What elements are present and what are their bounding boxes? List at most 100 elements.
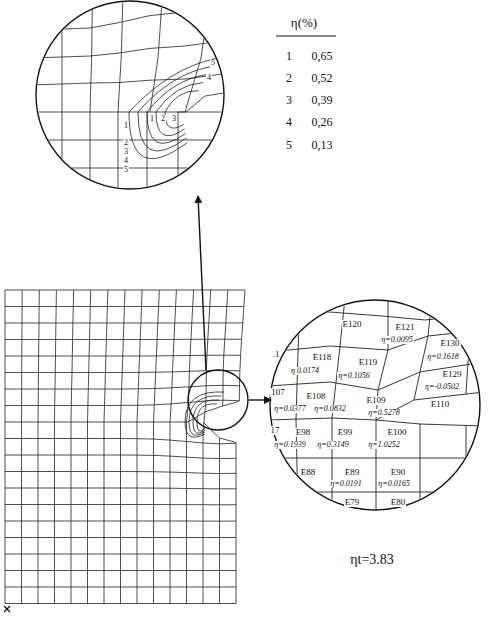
element-id: E121 (395, 323, 416, 332)
contour-line (193, 400, 219, 422)
mesh-line (268, 312, 484, 320)
strain-value: η=0.0165 (377, 480, 410, 488)
total-strain: ηt=3.83 (349, 553, 395, 567)
mesh-line (466, 298, 474, 394)
strain-value: η=-0.0502 (424, 383, 460, 391)
zoom-arrow (249, 399, 271, 400)
element-id: E79 (344, 498, 361, 507)
mesh-line (219, 438, 220, 604)
mesh-line (466, 426, 467, 512)
contour-number: 3 (285, 94, 293, 106)
contour-number: 1 (285, 50, 293, 62)
mesh-line (268, 392, 484, 420)
contour-number: 4 (206, 74, 212, 82)
contour-line (156, 112, 185, 136)
crack-line (30, 112, 186, 113)
contour-number: 5 (123, 166, 129, 174)
mesh-line (154, 290, 160, 604)
mesh-line (55, 290, 57, 604)
strain-value: η=0.0095 (380, 336, 413, 344)
contour-line (138, 112, 186, 151)
mesh-line (268, 330, 484, 352)
mesh-line (104, 290, 108, 604)
mesh-line (186, 92, 230, 112)
contour-number: 5 (210, 59, 216, 67)
strain-value: η=0.3149 (316, 441, 349, 449)
mesh-line (137, 290, 142, 604)
element-id: .1 (272, 350, 281, 359)
mesh-line (185, 0, 209, 112)
contour-value: 0,65 (311, 50, 334, 62)
mesh-line (236, 443, 237, 604)
element-id: E89 (344, 468, 361, 477)
mesh-line (118, 0, 123, 112)
contour-line (147, 112, 186, 143)
contour-line (165, 91, 199, 112)
element-id: E98 (295, 428, 312, 437)
crack-tip-detail (30, 0, 230, 200)
element-id: E110 (430, 400, 451, 409)
element-id: 17 (270, 426, 281, 435)
contour-line (165, 112, 184, 128)
contour-number: 5 (285, 139, 293, 151)
mesh-line (118, 112, 119, 200)
contour-number: 4 (123, 157, 129, 165)
mesh-line (187, 290, 194, 604)
mesh-line (376, 420, 484, 426)
mesh-line (178, 112, 179, 200)
strain-value: η=0.0377 (273, 405, 306, 413)
contour-line (147, 75, 208, 113)
contour-value: 0,39 (311, 94, 334, 106)
element-detail (268, 298, 484, 512)
contour-line (185, 422, 205, 437)
element-id: 107 (270, 388, 286, 397)
zoom-circle (188, 370, 248, 430)
contour-value: 0,52 (311, 72, 334, 84)
element-id: E90 (390, 468, 407, 477)
contour-number: 2 (123, 139, 129, 147)
strain-value: η=0.1939 (273, 441, 306, 449)
mesh-line (30, 0, 230, 4)
element-id: E99 (337, 428, 354, 437)
element-id: E119 (358, 358, 379, 367)
contour-number: 2 (160, 115, 166, 123)
mesh-line (5, 290, 6, 604)
mesh-line (30, 40, 230, 58)
contour-line (129, 112, 187, 159)
mesh-line (30, 6, 230, 30)
contour-line (129, 58, 217, 112)
mesh-line (147, 112, 148, 200)
contour-line (189, 422, 205, 435)
element-id: E88 (300, 468, 317, 477)
zoom-arrow (198, 196, 206, 370)
contour-value: 0,13 (311, 139, 334, 151)
mesh-line (223, 290, 228, 406)
mesh-line (21, 290, 23, 604)
zoom-circle (36, 1, 224, 189)
element-id: E120 (342, 320, 363, 329)
contour-number: 1 (149, 115, 155, 123)
contour-line (138, 66, 212, 112)
strain-value: η=0.0832 (313, 405, 346, 413)
element-id: E80 (390, 498, 407, 507)
contour-number: 4 (285, 116, 293, 128)
element-id: E130 (440, 339, 461, 348)
zoom-circle (270, 300, 480, 510)
strain-value: η=0.1618 (426, 353, 459, 361)
mesh-line (62, 0, 63, 112)
element-id: E100 (387, 428, 408, 437)
mesh-line (62, 112, 63, 200)
element-id: E108 (306, 392, 327, 401)
strain-value: η 0.0174 (290, 367, 320, 375)
strain-value: η=1.0252 (367, 441, 400, 449)
mesh-line (90, 0, 92, 112)
strain-value: η=0.1056 (337, 372, 370, 380)
contour-number: 2 (285, 72, 293, 84)
mesh-line (5, 400, 239, 405)
table-rule (276, 36, 336, 37)
element-id: E109 (366, 396, 387, 405)
mesh-line (30, 140, 230, 141)
element-id: E118 (312, 353, 333, 362)
contour-number: 1 (123, 122, 129, 130)
fe-mesh (5, 290, 245, 604)
